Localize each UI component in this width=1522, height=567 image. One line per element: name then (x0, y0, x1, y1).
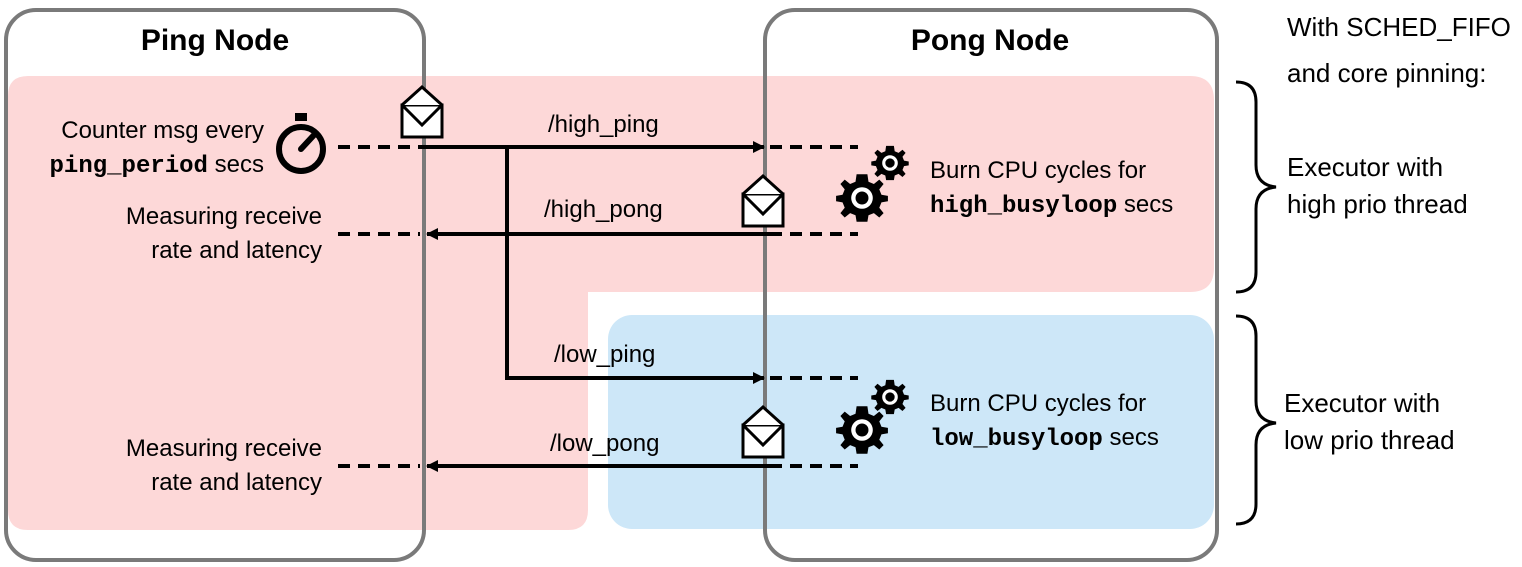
measure-high-line2: rate and latency (151, 237, 322, 264)
pong-node-box (763, 8, 1219, 562)
burn-high-unit: secs (1123, 191, 1174, 218)
topic-low-pong: /low_pong (550, 430, 660, 457)
executor-low-line2: low prio thread (1284, 425, 1455, 455)
burn-high-label: Burn CPU cycles for (930, 157, 1147, 184)
burn-low-unit: secs (1109, 424, 1159, 451)
high-busyloop-param: high_busyloop (930, 193, 1118, 220)
measure-low-line2: rate and latency (151, 469, 322, 496)
low-prio-region (608, 315, 1214, 529)
topic-high-pong: /high_pong (544, 196, 663, 223)
executor-high-line2: high prio thread (1287, 189, 1468, 219)
gear-icon (836, 174, 888, 222)
sched-note-line2: and core pinning: (1287, 58, 1487, 88)
measure-low-line1: Measuring receive (125, 435, 322, 462)
stopwatch-icon (276, 113, 326, 174)
sched-note-line1: With SCHED_FIFO (1287, 12, 1511, 42)
measure-high-line1: Measuring receive (125, 203, 322, 230)
low-executor-brace (1235, 314, 1277, 526)
ping-period-param: ping_period (49, 153, 208, 180)
counter-label: Counter msg every (61, 117, 264, 144)
burn-high-param-line: high_busyloop secs (930, 188, 1173, 224)
high-executor-brace (1235, 80, 1277, 294)
ping-node-box (4, 8, 426, 562)
burn-low-param-line: low_busyloop secs (930, 421, 1159, 457)
executor-low-line1: Executor with (1284, 388, 1441, 418)
gear-icon (871, 145, 909, 181)
counter-period-line: ping_period secs (20, 148, 264, 184)
executor-high-line1: Executor with (1287, 152, 1444, 182)
gear-icon (836, 406, 888, 454)
high-prio-region (8, 76, 1214, 530)
burn-low-label: Burn CPU cycles for (930, 390, 1147, 417)
topic-low-ping: /low_ping (554, 341, 656, 368)
gear-icon (871, 379, 909, 415)
ping-node-title: Ping Node (140, 24, 290, 57)
low-ping-branch-arrow (505, 147, 765, 384)
pong-node-title: Pong Node (910, 24, 1070, 57)
counter-unit: secs (214, 151, 264, 178)
low-busyloop-param: low_busyloop (930, 426, 1103, 453)
topic-high-ping: /high_ping (548, 111, 659, 138)
